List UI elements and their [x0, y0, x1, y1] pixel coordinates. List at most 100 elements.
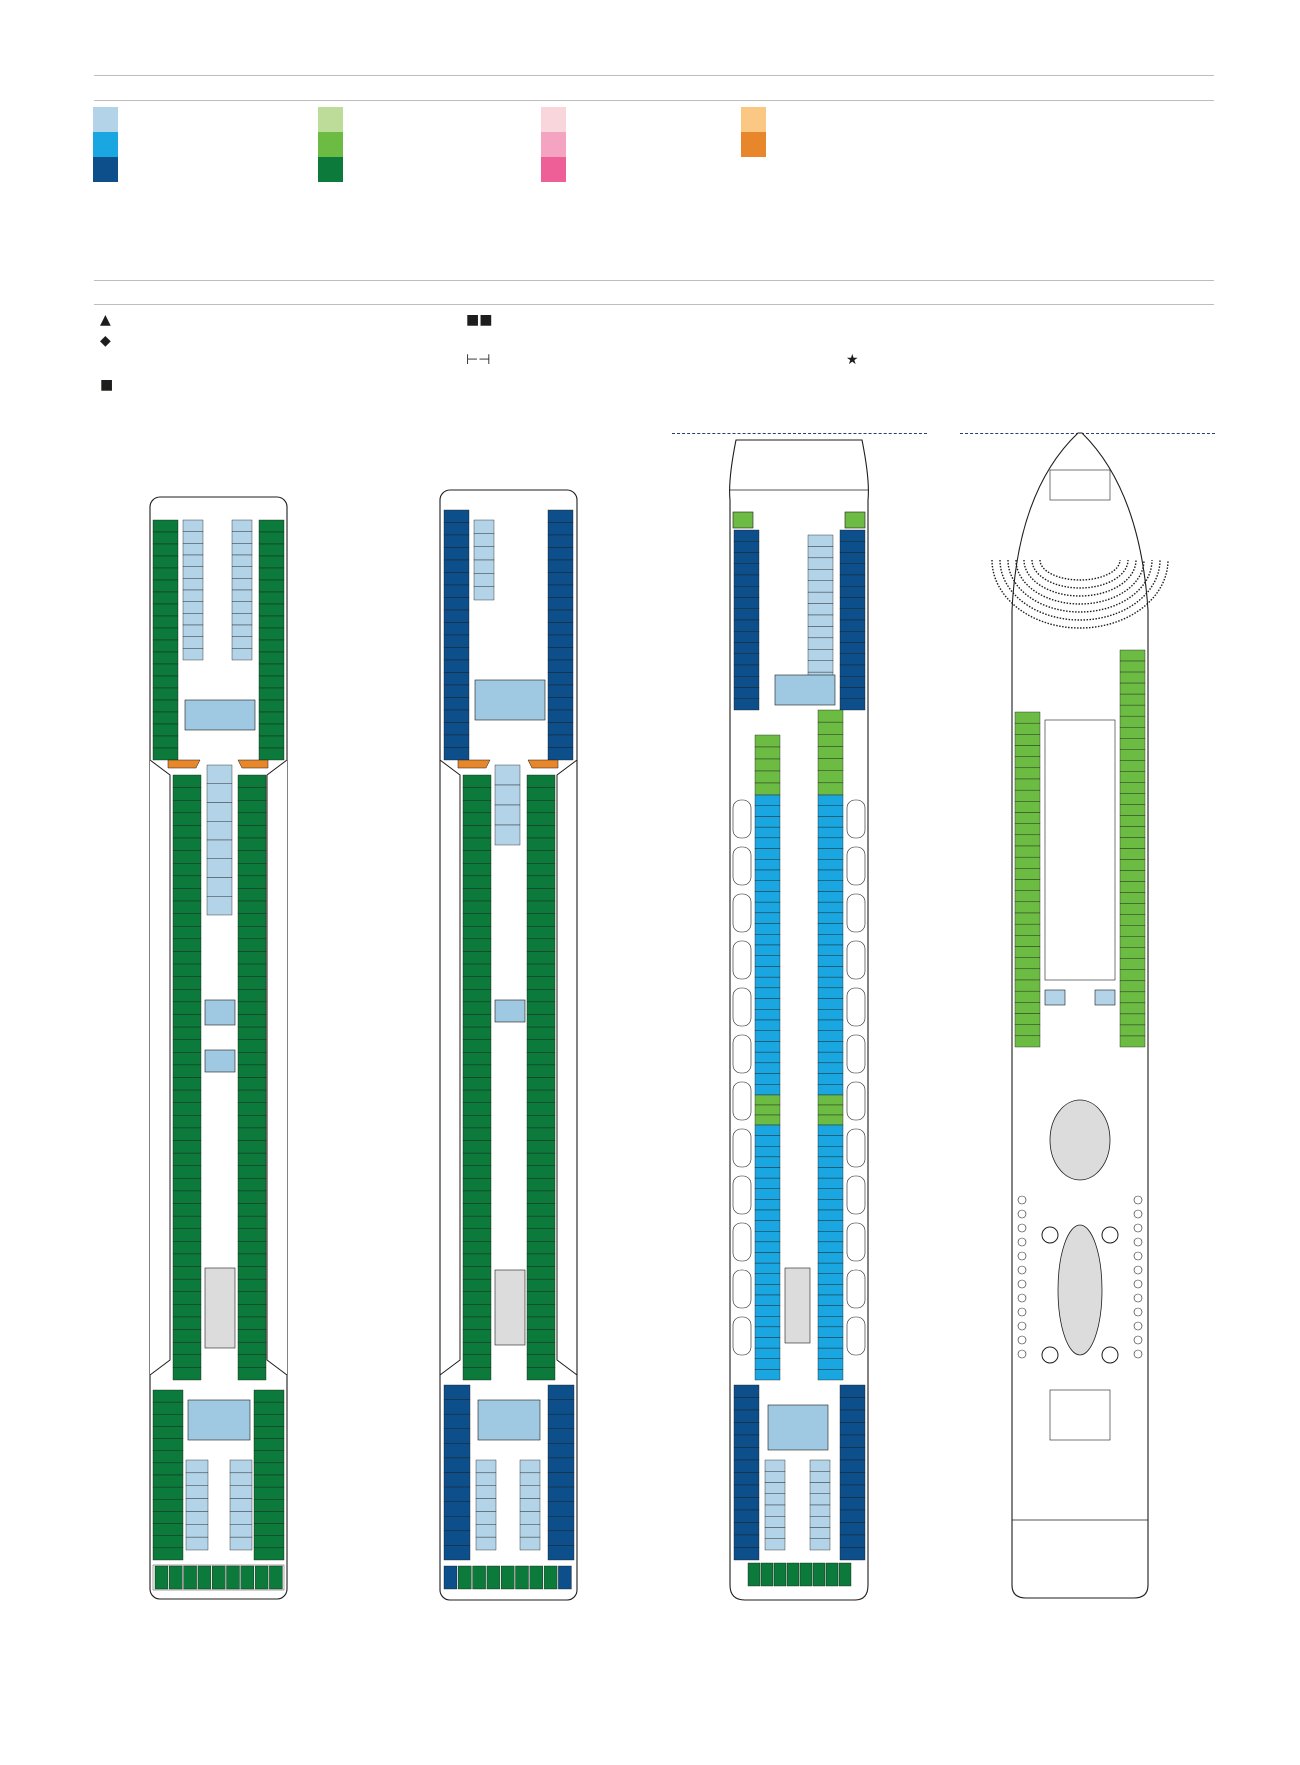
deck-plan-3-fwd-port-cabin-3	[733, 563, 760, 576]
deck-plan-3-mid-port-cabin-13	[754, 934, 781, 946]
deck-plan-3-aft-mid-stbd-cabin-20	[817, 1337, 844, 1349]
deck-plan-4-port-cabins-cabin-20	[1014, 935, 1041, 947]
deck-plan-1-aft-port	[152, 1389, 184, 1561]
deck-plan-2-mid-stbd-cabin-8	[526, 875, 556, 889]
deck-plan-4-aft-structure	[1049, 1389, 1111, 1441]
deck-plan-1-mid-stbd-cabin-42	[237, 1304, 267, 1318]
deck-plan-1-aft-inner-port-cabin-0	[185, 1459, 209, 1474]
deck-plan-1-mid-stbd-cabin-6	[237, 850, 267, 864]
deck-plan-3-aft-mid-stbd-cabin-5	[817, 1177, 844, 1189]
deck-plan-1-mid-port-cabin-0	[172, 774, 202, 788]
deck-plan-3-fwd-port-cabin-10	[733, 642, 760, 654]
deck-plan-3-lifeboat-stbd-6	[846, 1081, 866, 1121]
deck-plan-3-lifeboat-stbd-3	[846, 940, 866, 980]
deck-plan-3-fwd-port-cabin-13	[733, 676, 760, 688]
deck-plan-2-mid-stbd-cabin-18	[526, 1001, 556, 1015]
deck-plan-2-fwd-port-cabin-2	[443, 534, 470, 548]
deck-plan-1-fwd-inner-port-cabin-6	[182, 589, 204, 602]
deck-plan-1-mid-port-cabin-3	[172, 812, 202, 826]
deck-plan-3-aft-inner-port-cabin-4	[764, 1504, 786, 1517]
deck-plan-3-lifeboat-port-5	[732, 1034, 752, 1074]
deck-plan-2-mid-stbd-cabin-16	[526, 976, 556, 990]
deck-plan-2-aft-inner-port-cabin-1	[475, 1472, 497, 1486]
deck-plan-2-aft-stbd-cabin-1	[547, 1399, 575, 1415]
deck-plan-2-mid-port-cabin-13	[462, 938, 492, 952]
deck-plan-4-port-cabins-cabin-29	[1014, 1035, 1041, 1048]
deck-plan-1-mid-stbd-cabin-36	[237, 1228, 267, 1242]
swatch-blue-mid	[93, 132, 118, 157]
deck-plan-1-fwd-inner-stbd-cabin-11	[231, 648, 253, 661]
deck-plan-3-aft-mid-stbd-cabin-10	[817, 1231, 844, 1243]
deck-plan-1-mid-port-cabin-43	[172, 1316, 202, 1330]
deck-plan-4-port-cabins-cabin-2	[1014, 734, 1041, 746]
deck-plan-2-fwd-port-cabin-19	[443, 747, 470, 761]
deck-plan-2-fwd-port-cabin-0	[443, 509, 470, 523]
deck-plan-2-aft-inner-stbd-cabin-5	[519, 1524, 541, 1538]
deck-plan-1-aft-stbd-cabin-6	[253, 1462, 285, 1476]
deck-plan-3-fwd-stbd-cabin-14	[839, 687, 866, 699]
deck-plan-2-aft-stbd-cabin-11	[547, 1545, 575, 1561]
deck-plan-1-aft-inner-stbd-cabin-0	[229, 1459, 253, 1474]
deck-plan-1-mid-stbd-cabin-11	[237, 913, 267, 927]
deck-plan-3-aft-port-cabin-12	[733, 1534, 760, 1548]
deck-plan-3-mid-stbd-cabin-21	[817, 1019, 844, 1031]
deck-plan-2-mid-stbd-cabin-38	[526, 1253, 556, 1267]
deck-plan-2-fwd-port-cabin-14	[443, 684, 470, 698]
deck-plan-3-mid-port-cabin-27	[754, 1084, 781, 1096]
deck-plan-2-aft-port-cabin-9	[443, 1516, 471, 1532]
deck-plan-2-stern-cabin-5	[515, 1565, 529, 1590]
deck-plan-1-mid-stbd-cabin-0	[237, 774, 267, 788]
deck-plan-4-port-cabins-cabin-23	[1014, 968, 1041, 981]
deck-plan-3-aft-inner-stbd-cabin-2	[809, 1482, 831, 1494]
deck-plan-3-mid-stbd	[817, 794, 844, 1096]
deck-plan-2-fwd-stbd	[547, 509, 574, 761]
deck-plan-4-table-6	[1017, 1237, 1027, 1247]
deck-plan-3-mid-stbd-cabin-20	[817, 1009, 844, 1021]
deck-plan-3-aft-port-cabin-10	[733, 1509, 760, 1523]
deck-plan-1-mid-stbd-cabin-37	[237, 1241, 267, 1255]
deck-plan-3-aft-mid-port-cabin-6	[754, 1188, 781, 1200]
deck-plan-3-green-band-stbd-cabin-2	[817, 1114, 844, 1126]
deck-plan-1-mid-stbd-cabin-14	[237, 951, 267, 965]
deck-plan-2-fwd-stbd-cabin-19	[547, 747, 574, 761]
deck-plan-2-waist-line-l	[439, 759, 461, 1376]
deck-plan-2-fwd-inner-cabin-0	[473, 519, 495, 534]
deck-plan-1-mid-port-cabin-20	[172, 1026, 202, 1040]
deck-plan-2-fwd-stair	[474, 679, 546, 721]
deck-plan-1-aft-stbd-cabin-0	[253, 1389, 285, 1403]
deck-plan-2-fwd-port-cabin-6	[443, 584, 470, 598]
deck-plan-2-mid-stbd-cabin-32	[526, 1178, 556, 1192]
deck-plan-3-stern-cabin-7	[838, 1562, 852, 1587]
deck-plan-1-fwd-stbd-cabin-19	[258, 747, 285, 761]
deck-plan-4-table-5	[1133, 1223, 1143, 1233]
deck-plan-4	[991, 432, 1169, 1599]
deck-plan-2-fwd-port-cabin-5	[443, 572, 470, 586]
deck-plan-3-fwd-stair	[774, 674, 836, 706]
deck-plan-3-aft-mid-port-cabin-18	[754, 1316, 781, 1328]
deck-plan-3-aft-mid-stbd-cabin-14	[817, 1273, 844, 1285]
deck-plan-2-fwd-inner-cabin-3	[473, 559, 495, 574]
deck-plan-4-port-cabins-cabin-13	[1014, 856, 1041, 869]
deck-plan-4-table-19	[1133, 1321, 1143, 1331]
deck-plan-4-stbd-cabins-cabin-28	[1119, 958, 1146, 971]
deck-plan-3-aft-mid-stbd-cabin-4	[817, 1167, 844, 1179]
deck-plan-2-aft-inner-stbd-cabin-0	[519, 1459, 541, 1474]
deck-plan-1-mid-stbd-cabin-23	[237, 1064, 267, 1078]
deck-plan-4-stbd-cabins-cabin-13	[1119, 793, 1146, 805]
deck-plan-1-orange-l	[167, 759, 201, 769]
deck-plan-3-mid-port-cabin-20	[754, 1009, 781, 1021]
deck-plan-4-theatre-row-6	[991, 559, 1169, 629]
deck-plan-2-mid-port-cabin-10	[462, 900, 492, 914]
deck-plan-1-mid-inner-cabin-0	[206, 764, 233, 784]
deck-plan-4-table-21	[1133, 1335, 1143, 1345]
deck-plan-3-green-band-port-cabin-1	[754, 1104, 781, 1116]
deck-plan-2-aft-inner-port-cabin-3	[475, 1498, 497, 1512]
deck-plan-2-fwd-port-cabin-18	[443, 734, 470, 748]
deck-plan-1-mid-port-cabin-16	[172, 976, 202, 990]
deck-plan-3-aft-mid-stbd-cabin-18	[817, 1316, 844, 1328]
deck-plan-1-mid-stbd-cabin-15	[237, 963, 267, 977]
deck-plan-4-table-16	[1017, 1307, 1027, 1317]
deck-plan-1-mid-stbd	[237, 774, 267, 1381]
deck-plan-1-fwd-inner-port-cabin-11	[182, 648, 204, 661]
deck-plan-2-mid-stbd-cabin-28	[526, 1127, 556, 1141]
